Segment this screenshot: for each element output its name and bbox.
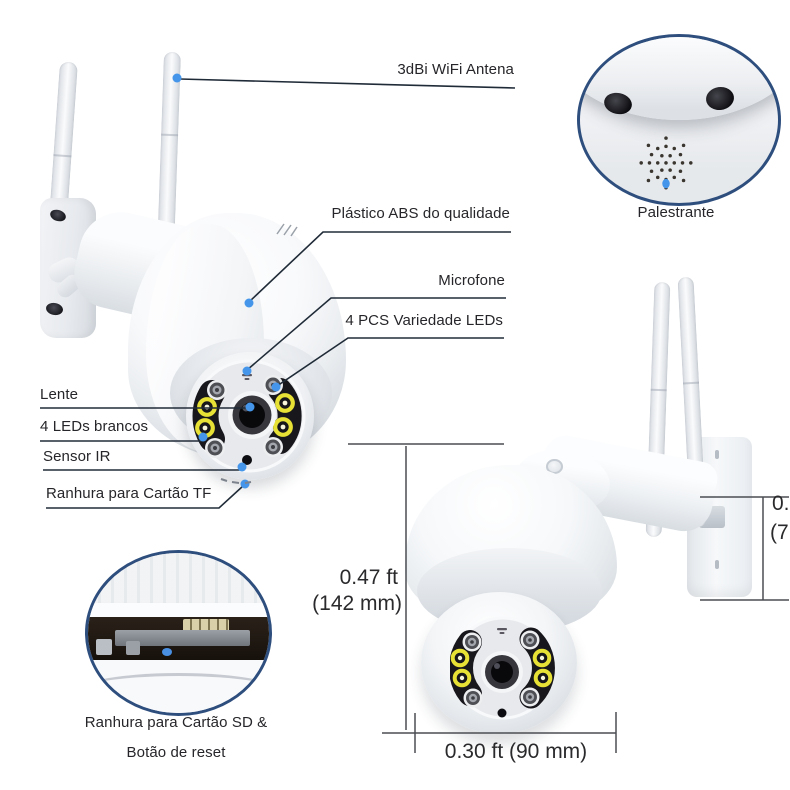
white-led <box>275 393 295 413</box>
marker-dot <box>662 178 670 189</box>
dimension-depth-mm-partial: (7 <box>770 521 789 544</box>
white-led <box>450 648 470 668</box>
plate-screw-top <box>715 450 719 459</box>
panel-edge <box>88 603 269 617</box>
dimension-height-ft: 0.47 ft <box>339 566 398 589</box>
dimension-height-mm: (142 mm) <box>312 592 402 615</box>
ir-led <box>462 632 482 652</box>
wifi-antenna-right <box>157 51 181 249</box>
plate-screw-bottom <box>715 560 719 569</box>
arm-pivot-screw <box>546 459 563 474</box>
ir-sensor <box>497 708 507 718</box>
label-white-leds: 4 LEDs brancos <box>40 418 149 435</box>
label-sd-slot-1: Ranhura para Cartão SD & <box>84 714 268 731</box>
slot-component-2 <box>126 641 140 655</box>
ir-led <box>205 438 225 458</box>
white-led <box>533 668 553 688</box>
label-microphone: Microfone <box>438 272 505 289</box>
label-speaker: Palestrante <box>637 204 715 221</box>
microphone-hole <box>242 374 252 377</box>
panel-ridges <box>88 553 269 605</box>
label-ir-sensor: Sensor IR <box>43 448 111 465</box>
white-led <box>273 417 293 437</box>
dimension-depth-ft-partial: 0. <box>772 492 790 515</box>
lens <box>239 402 265 428</box>
label-variety-leds: 4 PCS Variedade LEDs <box>345 312 503 329</box>
ir-led <box>520 630 540 650</box>
label-antenna: 3dBi WiFi Antena <box>397 61 514 78</box>
marker-dot <box>162 648 172 656</box>
white-led <box>452 668 472 688</box>
panel-seam <box>88 673 269 713</box>
white-led <box>197 397 217 417</box>
dimension-width: 0.30 ft (90 mm) <box>444 740 588 763</box>
microphone-hole <box>497 628 507 631</box>
speaker-inset <box>577 34 781 206</box>
label-tf-slot: Ranhura para Cartão TF <box>46 485 212 502</box>
label-abs-plastic: Plástico ABS do qualidade <box>331 205 510 222</box>
white-led <box>195 418 215 438</box>
label-lens: Lente <box>40 386 79 403</box>
ir-sensor <box>242 455 252 465</box>
speaker-grill <box>639 136 693 190</box>
label-sd-slot-2: Botão de reset <box>126 744 226 761</box>
ir-led <box>463 688 483 708</box>
ir-led <box>263 375 283 395</box>
sd-slot-inset <box>85 550 272 716</box>
slot-component <box>96 639 112 655</box>
white-led <box>532 648 552 668</box>
ir-led <box>207 380 227 400</box>
sd-card <box>115 630 250 646</box>
camera-face-left <box>192 359 306 473</box>
ir-led <box>263 437 283 457</box>
ir-led <box>520 687 540 707</box>
lens <box>491 661 513 683</box>
camera-face-right <box>450 616 555 720</box>
